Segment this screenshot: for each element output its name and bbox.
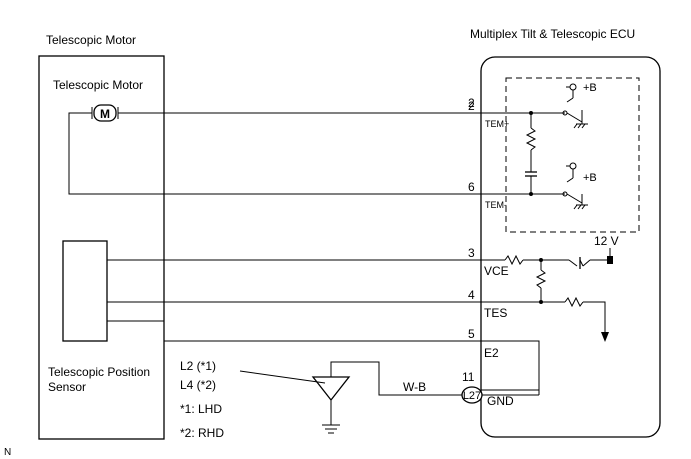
wire-color-label: W-B — [403, 380, 426, 394]
signal-arrow — [601, 332, 609, 342]
motor-assembly-box — [38, 55, 165, 440]
pin-gnd: 11 — [462, 370, 475, 384]
pin-tem-plus: 2 — [468, 99, 475, 113]
supply-node-2 — [566, 162, 577, 183]
ground-leader-line — [239, 370, 326, 384]
note-rhd: *2: RHD — [180, 426, 224, 440]
resistor-vce — [504, 254, 524, 266]
ground-return-wire — [330, 361, 463, 396]
ground-label-line2: L4 (*2) — [180, 378, 216, 392]
resistor-tem — [525, 127, 537, 151]
term-tem-plus: TEM+ — [485, 119, 509, 129]
relay-switch-1 — [566, 112, 583, 123]
motor-driver-box — [505, 77, 640, 233]
pin-e2: 5 — [468, 327, 475, 341]
note-lhd: *1: LHD — [180, 402, 222, 416]
ecu-title: Multiplex Tilt & Telescopic ECU — [470, 27, 635, 41]
pin-vce: 3 — [468, 246, 475, 260]
pin-tem-minus: 6 — [468, 180, 475, 194]
corner-mark: N — [4, 447, 11, 458]
term-tem-minus: TEM- — [485, 200, 507, 210]
sensor-label-line2: Sensor — [48, 380, 86, 394]
position-sensor-block — [62, 240, 108, 342]
ground-point-icon — [311, 376, 351, 402]
wire-e2-ecu — [164, 340, 540, 391]
ground-hatch-2 — [573, 204, 586, 210]
supply-label-1: +B — [583, 82, 597, 94]
voltage-label: 12 V — [594, 234, 619, 248]
chassis-ground-icon — [322, 424, 340, 434]
motor-icon: M — [88, 104, 122, 122]
relay-switch-2 — [566, 193, 583, 204]
motor-inner-label: Telescopic Motor — [53, 78, 143, 92]
pin-tes: 4 — [468, 288, 475, 302]
motor-symbol-letter: M — [100, 107, 110, 121]
ecu-box — [480, 56, 661, 438]
resistor-divider — [535, 269, 547, 289]
ground-hatch-1 — [573, 123, 586, 129]
term-tes: TES — [484, 306, 507, 320]
motor-loop-wire — [68, 112, 481, 195]
pin-tem-plus-2: 2 — [468, 96, 475, 110]
motor-assembly-title: Telescopic Motor — [46, 33, 136, 47]
transistor-icon — [568, 257, 607, 269]
term-gnd: GND — [487, 394, 514, 408]
sensor-label-line1: Telescopic Position — [48, 365, 150, 379]
supply-label-2: +B — [583, 172, 597, 184]
supply-node-1 — [566, 83, 577, 103]
term-vce: VCE — [484, 264, 509, 278]
resistor-tes — [564, 296, 584, 308]
ground-label-line1: L2 (*1) — [180, 359, 216, 373]
supply-terminal-12v — [607, 256, 613, 264]
term-e2: E2 — [484, 346, 499, 360]
connector-label: L27 — [463, 390, 481, 402]
